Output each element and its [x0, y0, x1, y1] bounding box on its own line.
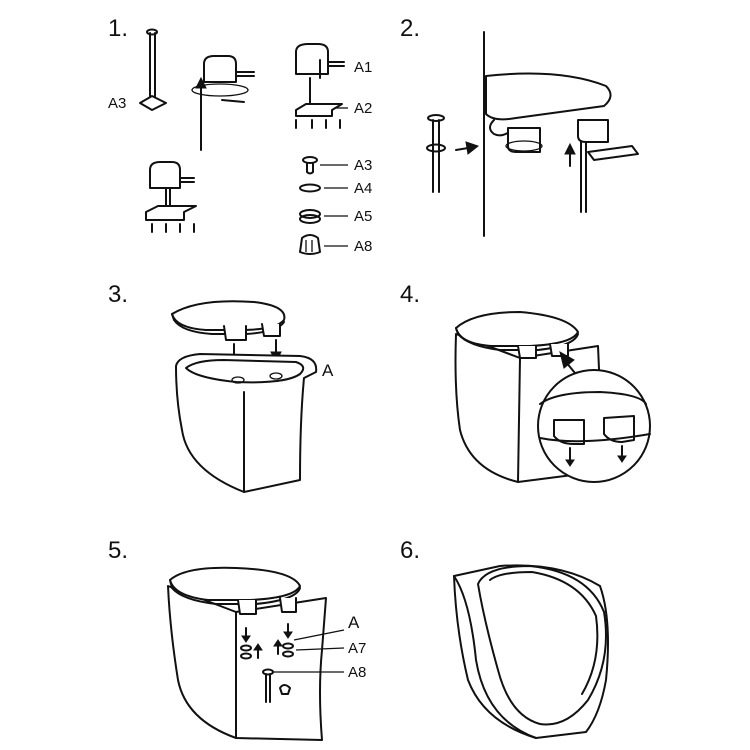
arrow-right-icon [455, 141, 480, 155]
pad-icon [587, 145, 639, 161]
washer-a4-icon [299, 183, 348, 193]
bolt-a8-icon [262, 668, 291, 703]
label-a3: A3 [354, 157, 372, 174]
step-1: 1. A3 [108, 15, 372, 255]
plate-a2-icon [295, 77, 348, 129]
step-6-number: 6. [400, 537, 420, 564]
step-4: 4. [400, 281, 651, 483]
label-a-step3: A [322, 361, 334, 380]
toilet-with-seat-icon [167, 566, 327, 741]
label-a5: A5 [354, 208, 372, 225]
arrow-up-icon [253, 639, 283, 659]
step-3: 3. A [108, 281, 334, 493]
long-bolt-icon [139, 28, 167, 111]
arrow-up-icon [564, 142, 576, 167]
label-a4: A4 [354, 180, 372, 197]
magnifier-detail-icon [537, 369, 651, 483]
toilet-closed-icon [453, 564, 609, 739]
toilet-bowl-icon [175, 353, 318, 493]
hinge-upper-icon [191, 55, 255, 151]
step-4-number: 4. [400, 281, 420, 308]
bolt-icon [426, 114, 446, 193]
hinge-a1-icon [295, 43, 345, 79]
step-3-number: 3. [108, 281, 128, 308]
step-2-number: 2. [400, 15, 420, 42]
seat-lid-icon [485, 72, 612, 213]
screw-a3-icon [302, 156, 348, 175]
washer-a7-icon [240, 642, 294, 660]
step-5: 5. [108, 537, 366, 741]
step-1-number: 1. [108, 15, 128, 42]
hinge-assembled-icon [145, 161, 197, 233]
step-6: 6. [400, 537, 609, 739]
ring-a5-icon [299, 209, 348, 224]
label-a8: A8 [354, 238, 372, 255]
cap-a8-icon [299, 234, 348, 255]
label-a-step5: A [348, 613, 360, 632]
label-a7: A7 [348, 640, 366, 657]
arrow-down-icon [241, 623, 293, 643]
seat-lid-icon [171, 300, 286, 341]
step-5-number: 5. [108, 537, 128, 564]
label-a8-step5: A8 [348, 664, 366, 681]
step-2: 2. [400, 15, 639, 237]
label-a1: A1 [354, 59, 372, 76]
label-a2: A2 [354, 100, 372, 117]
label-a3-left: A3 [108, 95, 126, 112]
